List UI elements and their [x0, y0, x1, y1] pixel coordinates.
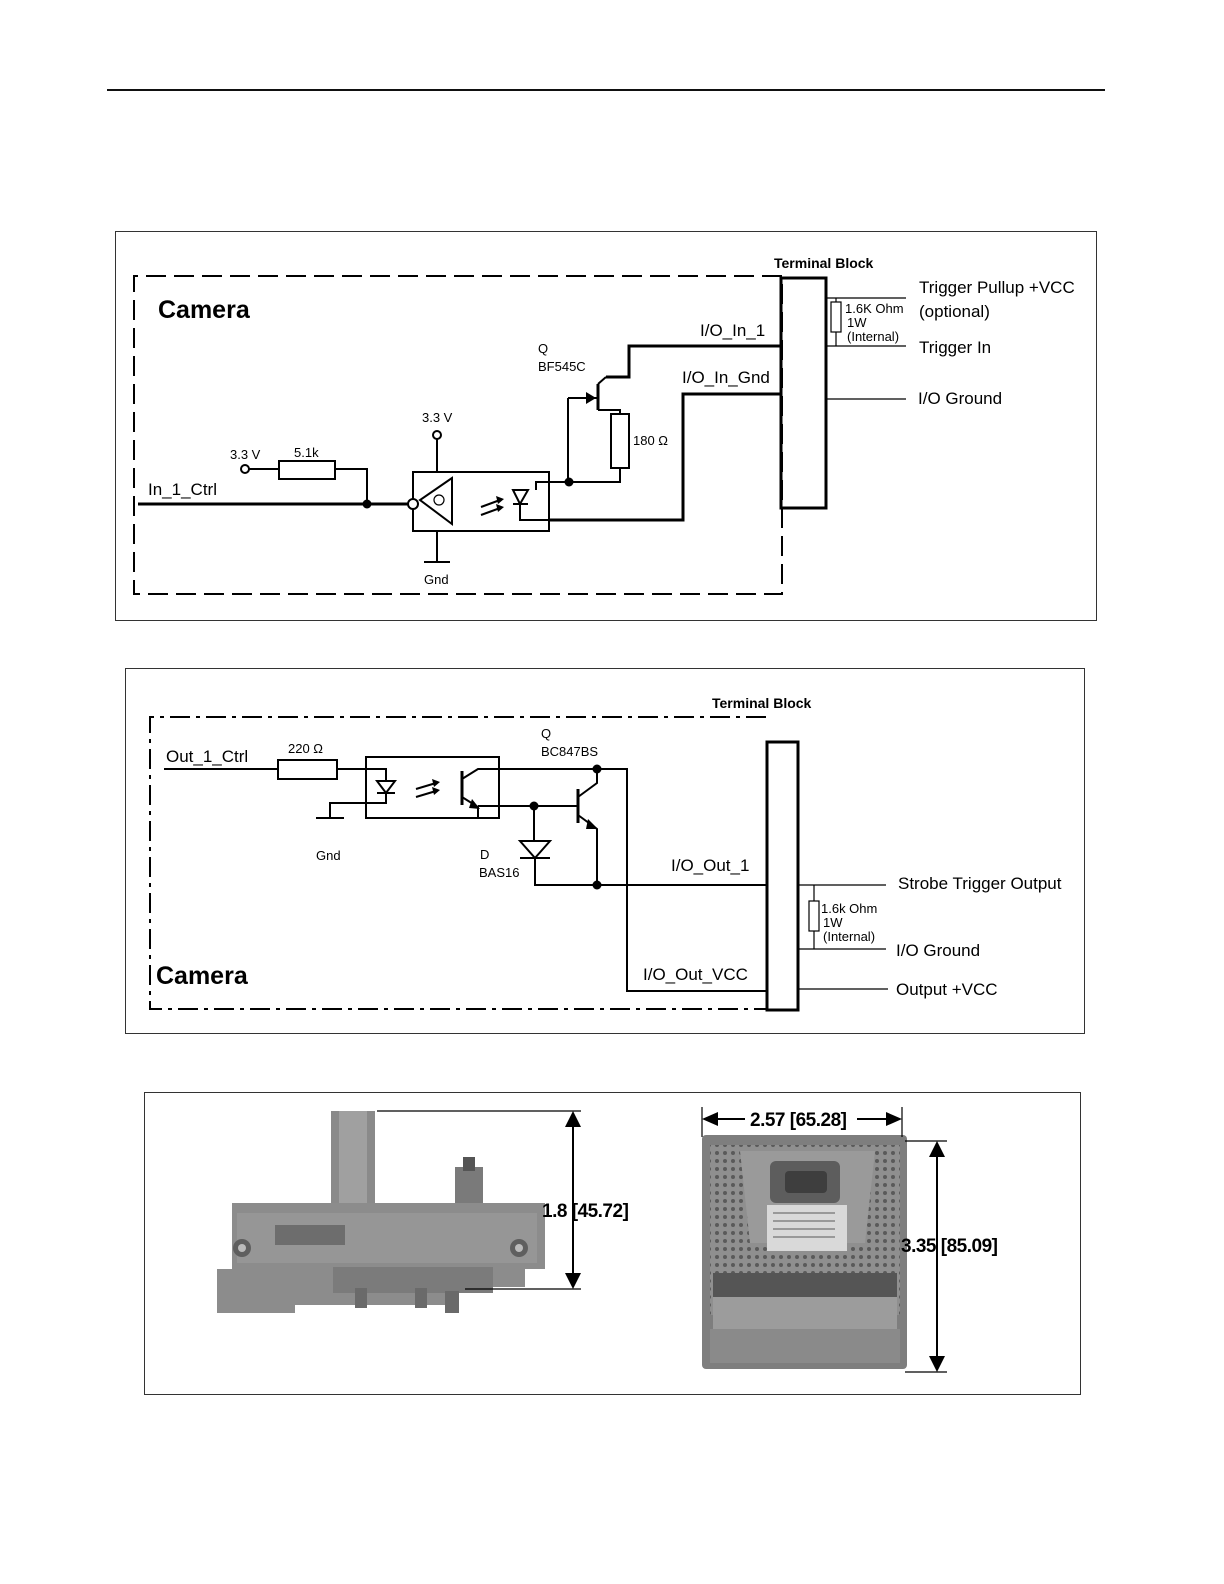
internal-resistor-symbol — [830, 301, 842, 333]
vcc-terminal-top — [432, 430, 442, 440]
resistor-220 — [277, 759, 338, 780]
io-ground-label: I/O Ground — [896, 941, 980, 960]
io-in-gnd-label: I/O_In_Gnd — [682, 368, 770, 387]
vcc-33-top-label: 3.3 V — [422, 410, 453, 425]
gnd-label: Gnd — [424, 572, 449, 587]
resistor-watt-label: 1W — [847, 315, 867, 330]
optocoupler — [412, 471, 550, 532]
terminal-block-front-view — [702, 1135, 907, 1369]
io-in-1-label: I/O_In_1 — [700, 321, 765, 340]
input-circuit-diagram: Camera Terminal Block 1.6K Ohm 1W (Inter… — [133, 255, 1075, 595]
transistor-part-label: BF545C — [538, 359, 586, 374]
internal-resistor-symbol — [808, 900, 820, 932]
strobe-trigger-label: Strobe Trigger Output — [898, 874, 1062, 893]
in-1-ctrl-label: In_1_Ctrl — [148, 480, 217, 499]
io-in-gnd-wire — [548, 392, 781, 522]
resistor-watt-label: 1W — [823, 915, 843, 930]
transistor-q-label: Q — [541, 726, 551, 741]
internal-label: (Internal) — [823, 929, 875, 944]
arrow-left-icon — [702, 1112, 718, 1126]
diode-d-label: D — [480, 847, 489, 862]
resistor-180 — [610, 413, 630, 469]
terminal-block-label: Terminal Block — [712, 695, 812, 711]
width-dimension-label: 2.57 [65.28] — [750, 1110, 847, 1131]
diode-part-label: BAS16 — [479, 865, 519, 880]
transistor-part-label: BC847BS — [541, 744, 598, 759]
header-rule — [107, 89, 1105, 91]
terminal-block — [779, 276, 828, 510]
arrow-up-icon — [565, 1111, 581, 1127]
input-circuit-panel: Camera Terminal Block 1.6K Ohm 1W (Inter… — [115, 231, 1097, 621]
dimensions-drawing: 1.8 [45.72] 2.57 [65.28] 3.35 [85.09] — [217, 1107, 998, 1373]
terminal-block — [765, 740, 800, 1012]
dimensions-panel: 1.8 [45.72] 2.57 [65.28] 3.35 [85.09] — [144, 1092, 1081, 1395]
arrow-down-icon — [929, 1356, 945, 1372]
height-dimension-label: 1.8 [45.72] — [542, 1201, 629, 1222]
photo-diode-icon — [511, 489, 530, 507]
optional-label: (optional) — [919, 302, 990, 321]
output-circuit-panel: Terminal Block Out_1_Ctrl 220 Ω Gnd Q BC… — [125, 668, 1085, 1034]
camera-label: Camera — [158, 296, 251, 324]
io-in-1-wire — [606, 344, 781, 379]
resistor-ohm-label: 1.6K Ohm — [845, 301, 904, 316]
camera-boundary — [149, 716, 766, 1010]
junction-dot — [564, 477, 574, 487]
trigger-pullup-label: Trigger Pullup +VCC — [919, 278, 1075, 297]
io-out-1-label: I/O_Out_1 — [671, 856, 749, 875]
depth-dimension-label: 3.35 [85.09] — [901, 1236, 998, 1257]
jfet-arrow-icon — [586, 392, 596, 404]
diode-icon — [517, 840, 553, 860]
led-icon — [375, 780, 397, 795]
io-ground-label: I/O Ground — [918, 389, 1002, 408]
resistor-5-1k — [278, 460, 336, 480]
io-out-vcc-label: I/O_Out_VCC — [643, 965, 748, 984]
terminal-block-side-view — [217, 1111, 545, 1313]
vcc-terminal-left — [240, 464, 250, 474]
camera-label: Camera — [156, 962, 249, 990]
resistor-51k-label: 5.1k — [294, 445, 319, 460]
resistor-220-label: 220 Ω — [288, 741, 323, 756]
transistor-q-label: Q — [538, 341, 548, 356]
io-out-vcc-wire — [597, 768, 767, 992]
output-vcc-label: Output +VCC — [896, 980, 998, 999]
gnd-label: Gnd — [316, 848, 341, 863]
vcc-33-left-label: 3.3 V — [230, 447, 261, 462]
arrow-down-icon — [565, 1273, 581, 1289]
out-1-ctrl-label: Out_1_Ctrl — [166, 747, 248, 766]
buffer-icon — [418, 476, 453, 526]
optocoupler — [365, 756, 500, 819]
arrow-up-icon — [929, 1141, 945, 1157]
trigger-in-label: Trigger In — [919, 338, 991, 357]
internal-label: (Internal) — [847, 329, 899, 344]
resistor-180-label: 180 Ω — [633, 433, 668, 448]
terminal-block-label: Terminal Block — [774, 255, 874, 271]
resistor-ohm-label: 1.6k Ohm — [821, 901, 877, 916]
output-circuit-diagram: Terminal Block Out_1_Ctrl 220 Ω Gnd Q BC… — [149, 695, 1062, 1012]
arrow-right-icon — [886, 1112, 902, 1126]
